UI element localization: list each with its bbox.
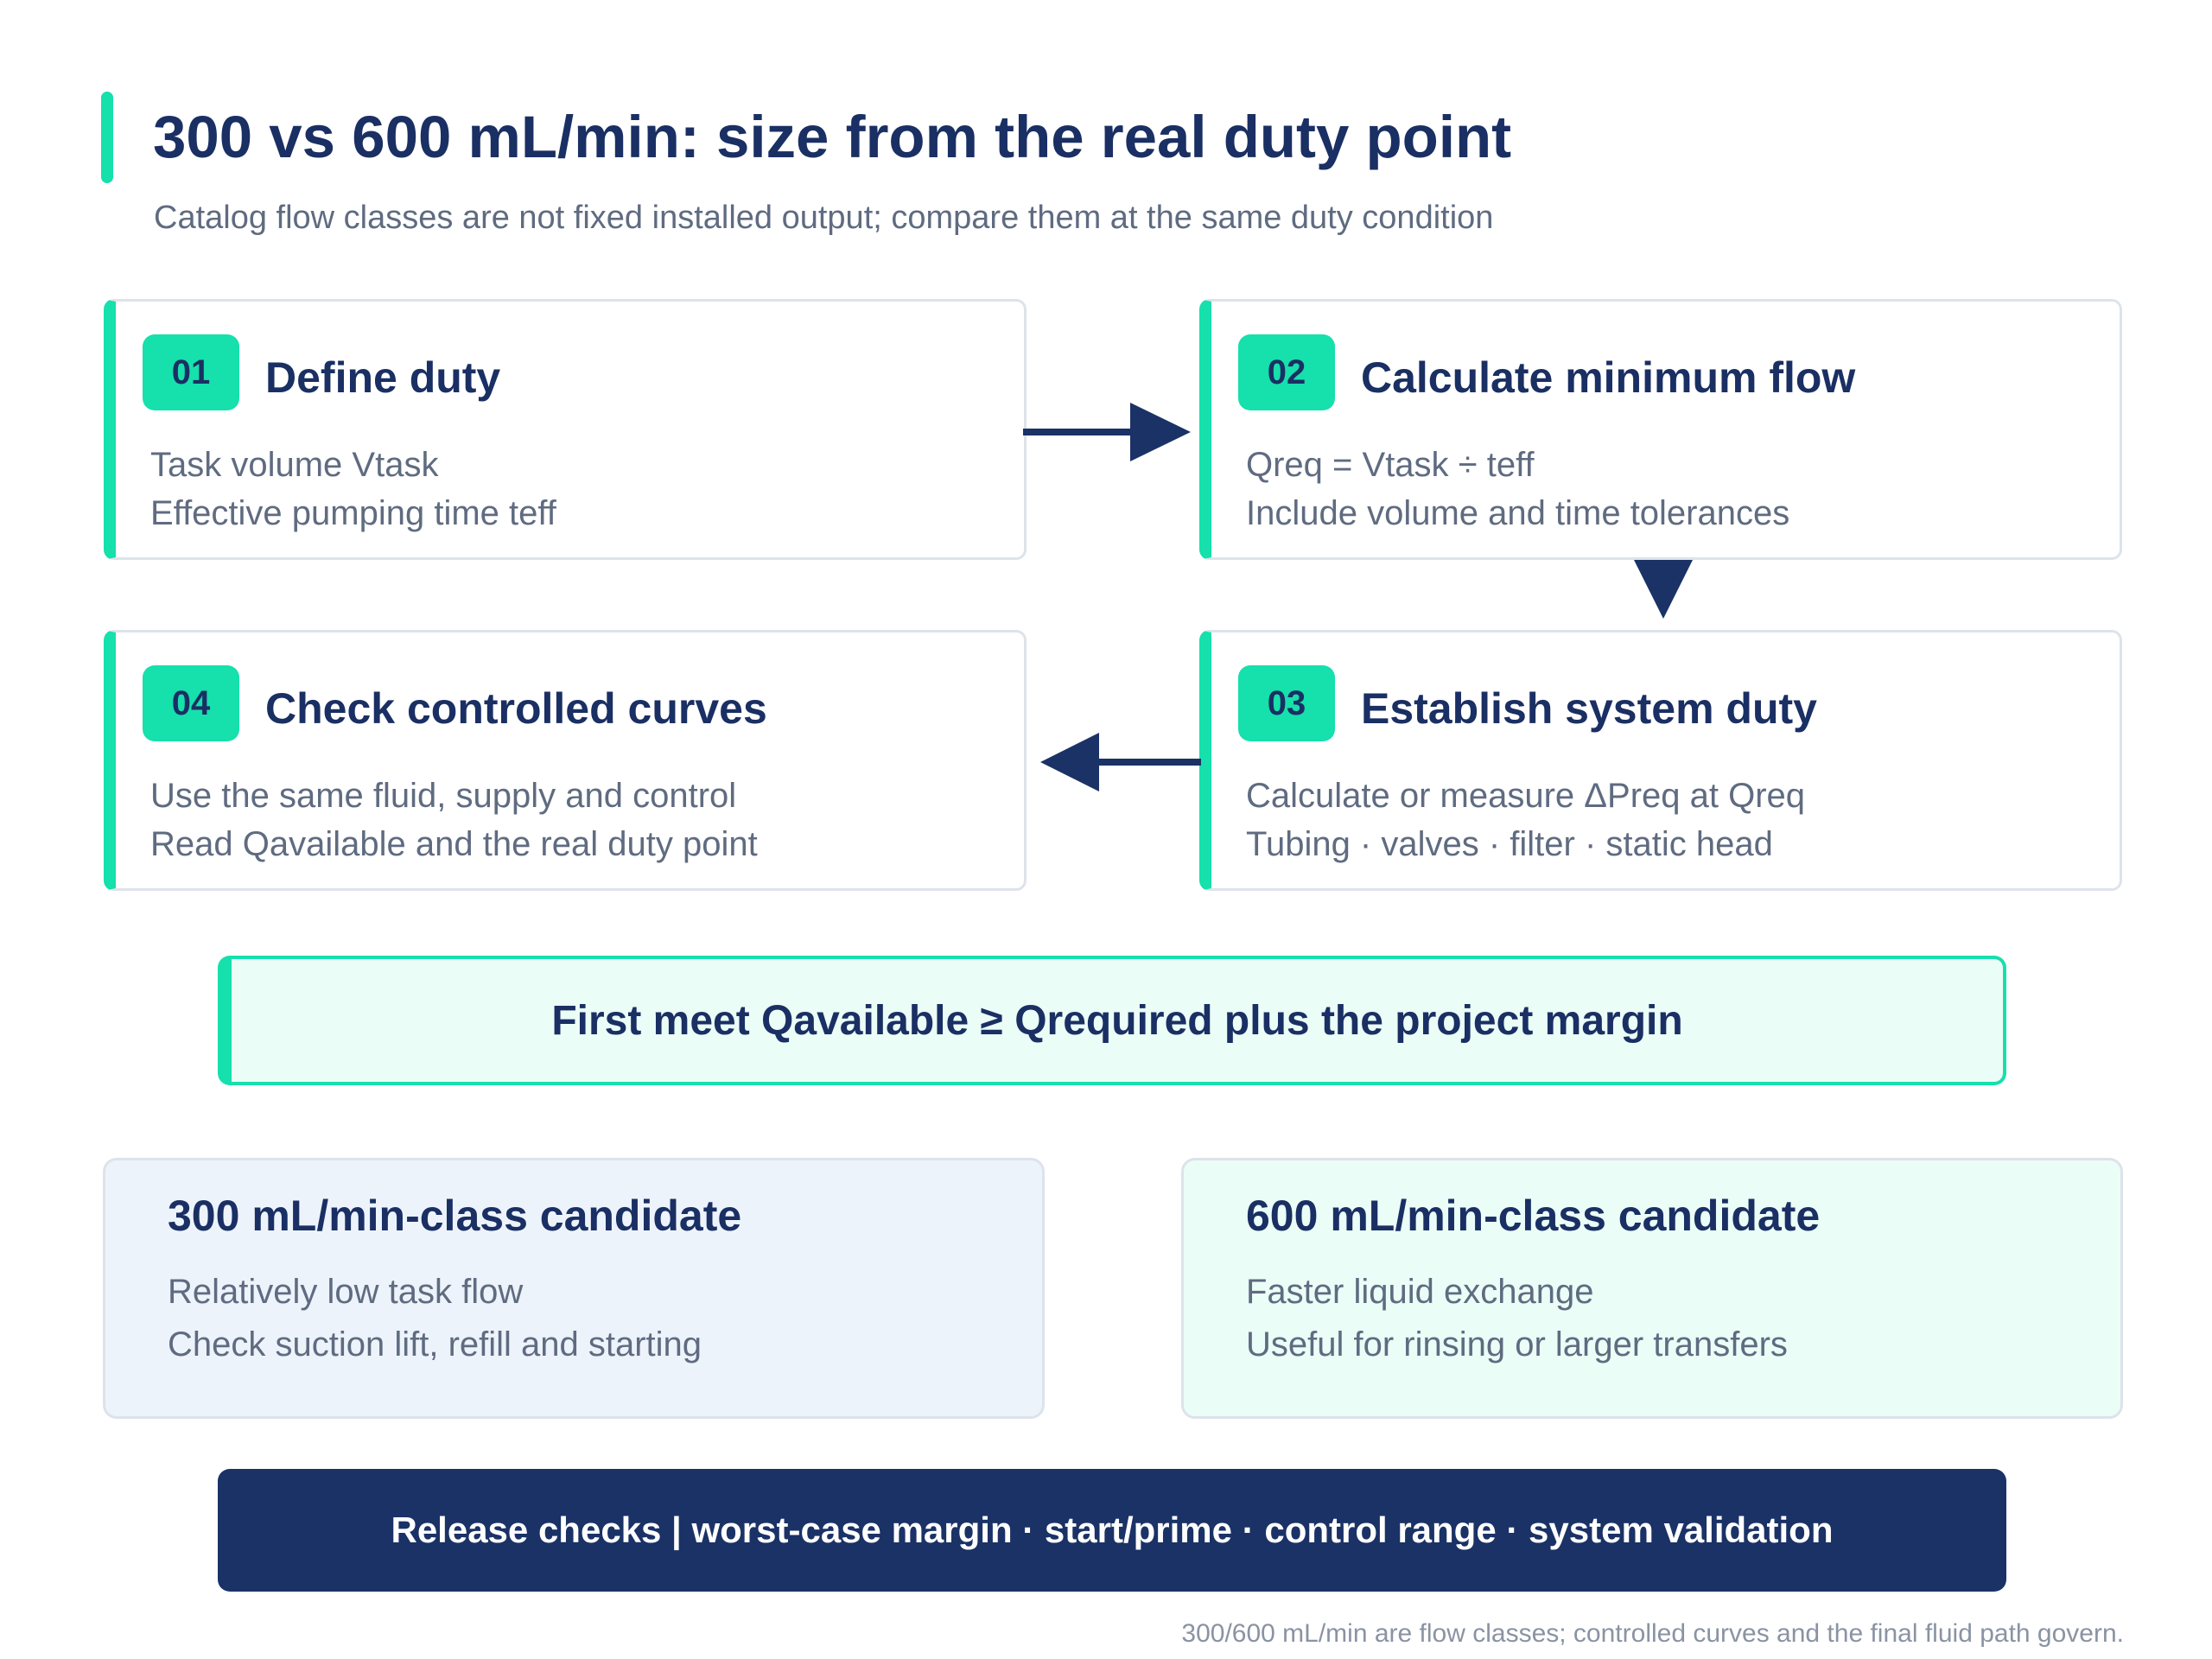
candidate-detail: Relatively low task flow [168, 1273, 524, 1311]
candidate-title: 300 mL/min-class candidate [168, 1192, 742, 1240]
requirement-rule-banner: First meet Qavailable ≥ Qrequired plus t… [218, 956, 2006, 1085]
step-title: Define duty [265, 353, 501, 402]
arrow-right-icon [1023, 403, 1191, 461]
candidate-detail: Check suction lift, refill and starting [168, 1325, 702, 1363]
step-number-badge: 01 [143, 334, 239, 410]
step-card-establish-system-duty: 03 Establish system duty Calculate or me… [1199, 630, 2122, 891]
candidate-detail: Faster liquid exchange [1246, 1273, 1594, 1311]
step-card-calculate-minimum-flow: 02 Calculate minimum flow Qreq = Vtask ÷… [1199, 299, 2122, 560]
step-number-badge: 02 [1238, 334, 1335, 410]
page-subtitle: Catalog flow classes are not fixed insta… [154, 200, 1494, 236]
step-detail: Read Qavailable and the real duty point [150, 825, 758, 863]
step-number-badge: 04 [143, 665, 239, 741]
step-number-badge: 03 [1238, 665, 1335, 741]
arrow-down-icon [1634, 560, 1693, 619]
title-accent-bar [101, 92, 113, 183]
step-detail: Calculate or measure ΔPreq at Qreq [1246, 777, 1806, 815]
step-detail: Task volume Vtask [150, 446, 439, 484]
release-checks-banner: Release checks | worst-case margin · sta… [218, 1469, 2006, 1592]
step-detail: Tubing · valves · filter · static head [1246, 825, 1773, 863]
step-card-define-duty: 01 Define duty Task volume Vtask Effecti… [104, 299, 1027, 560]
candidate-title: 600 mL/min-class candidate [1246, 1192, 1821, 1240]
step-title: Calculate minimum flow [1361, 353, 1856, 402]
step-detail: Use the same fluid, supply and control [150, 777, 737, 815]
candidate-card-600: 600 mL/min-class candidate Faster liquid… [1181, 1158, 2123, 1419]
step-title: Check controlled curves [265, 684, 767, 733]
arrow-left-icon [1040, 733, 1201, 791]
step-title: Establish system duty [1361, 684, 1817, 733]
step-detail: Effective pumping time teff [150, 494, 556, 532]
step-detail: Qreq = Vtask ÷ teff [1246, 446, 1535, 484]
step-detail: Include volume and time tolerances [1246, 494, 1790, 532]
step-card-check-controlled-curves: 04 Check controlled curves Use the same … [104, 630, 1027, 891]
footnote: 300/600 mL/min are flow classes; control… [1181, 1619, 2124, 1648]
candidate-detail: Useful for rinsing or larger transfers [1246, 1325, 1788, 1363]
candidate-card-300: 300 mL/min-class candidate Relatively lo… [103, 1158, 1045, 1419]
page-title: 300 vs 600 mL/min: size from the real du… [153, 104, 1512, 170]
